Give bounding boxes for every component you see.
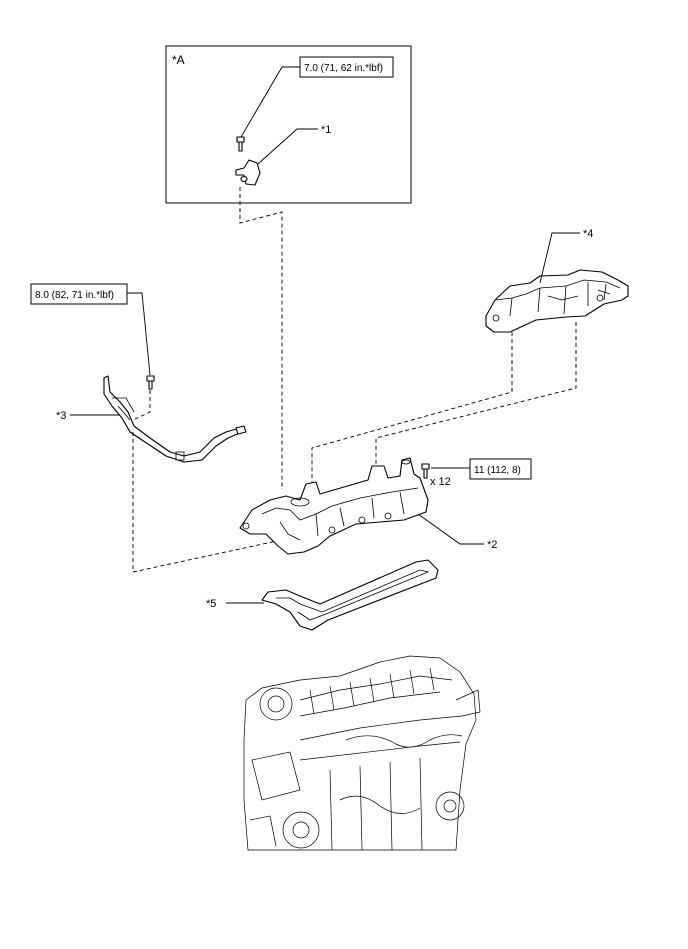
pipe-bolt-torque-text: 8.0 (82, 71 in.*lbf) (35, 290, 114, 301)
callout-2: *2 (487, 539, 497, 551)
detail-view-label: *A (172, 53, 185, 67)
callout-1: *1 (321, 124, 331, 136)
callout-5: *5 (206, 598, 216, 610)
pipe-bolt-dashline (132, 390, 151, 421)
callout-3: *3 (56, 410, 66, 422)
detail-view-a: *A 7.0 (71, 62 in.*lbf) *1 (165, 45, 412, 204)
cover-bolt-torque-text: 11 (112, 8) (474, 465, 521, 476)
callout-4: *4 (583, 228, 593, 240)
sensor-bolt-torque-text: 7.0 (71, 62 in.*lbf) (304, 63, 383, 74)
sensor-bolt-leader (240, 66, 300, 138)
part-4-dashline-b (375, 322, 577, 470)
part-4-leader (539, 232, 580, 284)
sensor-bolt (236, 136, 245, 152)
cover-bolt-quantity: x 12 (430, 476, 451, 488)
part-3-dashline (132, 432, 301, 573)
pipe-bolt-leader (127, 292, 151, 376)
part-2-leader (417, 513, 484, 545)
engine-cover-part-4 (485, 269, 629, 333)
part-4-dashline-a (311, 332, 513, 488)
sensor-part-1 (235, 159, 261, 186)
ventilation-pipe-part-3 (103, 375, 247, 463)
cylinder-head-cover-part-2 (239, 457, 429, 555)
detail-view-frame (165, 45, 412, 204)
part-1-leader (257, 128, 318, 165)
gasket-part-5 (261, 559, 439, 631)
engine-block-illustration (243, 655, 481, 851)
cover-bolt (421, 463, 430, 479)
detail-to-cover-dashline (239, 187, 283, 490)
cover-bolt-torque-box (469, 458, 532, 480)
pipe-bolt-torque-box (30, 283, 128, 305)
pipe-bolt (146, 375, 155, 390)
